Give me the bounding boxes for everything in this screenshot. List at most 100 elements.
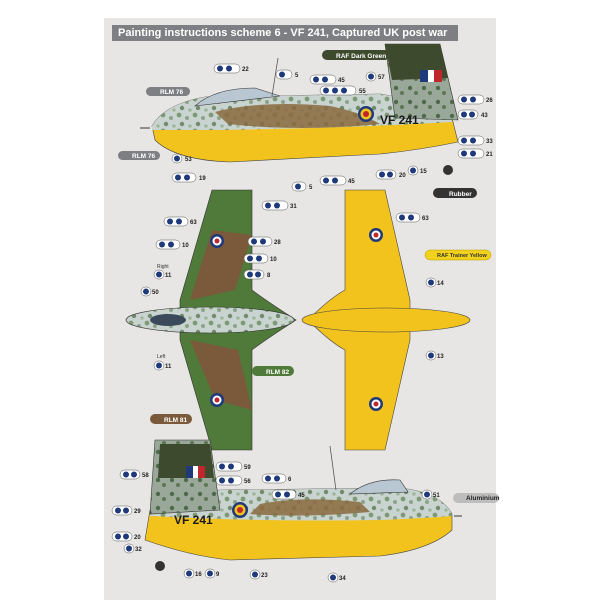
- svg-text:55: 55: [359, 89, 366, 95]
- right-wing-label: Right: [157, 264, 169, 270]
- svg-text:RLM 76: RLM 76: [132, 153, 156, 160]
- callout-d2: 59: [215, 461, 251, 472]
- side-view-top: VF 241: [140, 43, 459, 175]
- callout-d11: 9: [204, 568, 220, 579]
- callout-b7: 11: [153, 269, 172, 280]
- svg-text:28: 28: [274, 240, 281, 246]
- paint-tag-raf-dark-green: RAF Dark Green: [322, 50, 390, 60]
- callout-a1: 22: [213, 63, 249, 74]
- svg-text:63: 63: [422, 216, 429, 222]
- callout-a6: 26: [457, 94, 493, 105]
- callouts: 22 5 45 55 57 26 43 33 21 53 19 5 45 20 …: [111, 63, 493, 583]
- svg-text:6: 6: [288, 477, 292, 483]
- callout-a9: 21: [457, 148, 493, 159]
- svg-text:32: 32: [135, 547, 142, 553]
- svg-text:29: 29: [134, 509, 141, 515]
- callout-d7: 51: [421, 489, 440, 500]
- page-title: Painting instructions scheme 6 - VF 241,…: [112, 25, 458, 41]
- callout-a15: 15: [407, 165, 427, 176]
- svg-text:RLM 81: RLM 81: [164, 417, 188, 424]
- svg-text:Aluminium: Aluminium: [466, 495, 500, 502]
- callout-b5: 10: [243, 253, 277, 264]
- svg-text:RAF Dark Green: RAF Dark Green: [336, 53, 386, 60]
- svg-text:15: 15: [420, 169, 427, 175]
- svg-text:13: 13: [437, 354, 444, 360]
- left-wing-label: Left: [157, 354, 166, 360]
- svg-text:31: 31: [290, 204, 297, 210]
- callout-a7: 43: [457, 109, 488, 120]
- callout-a5: 57: [365, 71, 385, 82]
- callout-a14: 20: [375, 169, 406, 180]
- svg-text:RAF Trainer Yellow: RAF Trainer Yellow: [437, 253, 487, 259]
- callout-a11: 19: [171, 172, 206, 183]
- paint-tag-rubber: Rubber: [433, 188, 477, 198]
- svg-text:53: 53: [185, 157, 192, 163]
- svg-text:RLM 82: RLM 82: [266, 369, 290, 376]
- paint-tag-rlm76-a: RLM 76: [146, 87, 190, 96]
- callout-b9: 11: [153, 360, 172, 371]
- callout-a10: 53: [171, 153, 192, 164]
- svg-text:20: 20: [134, 535, 141, 541]
- svg-text:57: 57: [378, 75, 385, 81]
- svg-text:56: 56: [244, 479, 251, 485]
- svg-text:10: 10: [182, 243, 189, 249]
- callout-b6: 8: [243, 269, 271, 280]
- callout-b1: 31: [261, 200, 297, 211]
- svg-text:26: 26: [486, 98, 493, 104]
- callout-d12: 23: [249, 569, 268, 580]
- callout-d9: 32: [123, 543, 142, 554]
- callout-b4: 28: [247, 236, 281, 247]
- callout-d5: 29: [111, 505, 141, 516]
- svg-text:21: 21: [486, 152, 493, 158]
- svg-text:5: 5: [295, 73, 299, 79]
- callout-d8: 20: [111, 531, 141, 542]
- svg-text:45: 45: [338, 78, 345, 84]
- svg-text:11: 11: [165, 364, 172, 370]
- callout-c2: 14: [425, 277, 444, 288]
- callout-a8: 33: [457, 135, 493, 146]
- svg-text:8: 8: [267, 273, 271, 279]
- paint-tag-raf-trainer-yellow: RAF Trainer Yellow: [424, 249, 492, 261]
- serial-text-top: VF 241: [380, 113, 419, 127]
- callout-b2: 63: [163, 216, 197, 227]
- planform-upper: Right Left: [125, 189, 297, 451]
- svg-text:59: 59: [244, 465, 251, 471]
- svg-text:45: 45: [298, 493, 305, 499]
- svg-text:19: 19: [199, 176, 206, 182]
- svg-text:RLM 76: RLM 76: [160, 89, 184, 96]
- svg-text:45: 45: [348, 179, 355, 185]
- svg-text:14: 14: [437, 281, 444, 287]
- svg-text:50: 50: [152, 290, 159, 296]
- side-view-bottom: VF 241: [144, 439, 462, 571]
- svg-text:43: 43: [481, 113, 488, 119]
- svg-text:11: 11: [165, 273, 172, 279]
- svg-text:10: 10: [270, 257, 277, 263]
- callout-d4: 6: [261, 473, 292, 484]
- svg-text:5: 5: [309, 185, 313, 191]
- callout-a13: 45: [319, 175, 355, 186]
- paint-tag-rlm81: RLM 81: [150, 414, 192, 424]
- callout-d1: 58: [119, 469, 149, 480]
- callout-a3: 45: [309, 74, 345, 85]
- svg-text:9: 9: [216, 572, 220, 578]
- callout-a12: 5: [291, 181, 313, 192]
- paint-tag-rlm76-b: RLM 76: [118, 151, 160, 160]
- paint-tag-rlm82: RLM 82: [252, 366, 294, 376]
- svg-text:16: 16: [195, 572, 202, 578]
- callout-d10: 16: [183, 568, 202, 579]
- planform-lower: [301, 189, 471, 451]
- callout-a4: 55: [319, 85, 366, 96]
- svg-text:Rubber: Rubber: [449, 191, 472, 198]
- callout-d13: 34: [327, 572, 346, 583]
- paint-tag-aluminium: Aluminium: [453, 493, 500, 503]
- svg-text:23: 23: [261, 573, 268, 579]
- svg-text:22: 22: [242, 67, 249, 73]
- serial-text-bottom: VF 241: [174, 513, 213, 527]
- callout-b3: 10: [155, 239, 189, 250]
- svg-text:34: 34: [339, 576, 346, 582]
- callout-b8: 50: [140, 286, 159, 297]
- callout-c1: 63: [395, 212, 429, 223]
- callout-d6: 45: [271, 489, 305, 500]
- callout-d3: 56: [215, 475, 251, 486]
